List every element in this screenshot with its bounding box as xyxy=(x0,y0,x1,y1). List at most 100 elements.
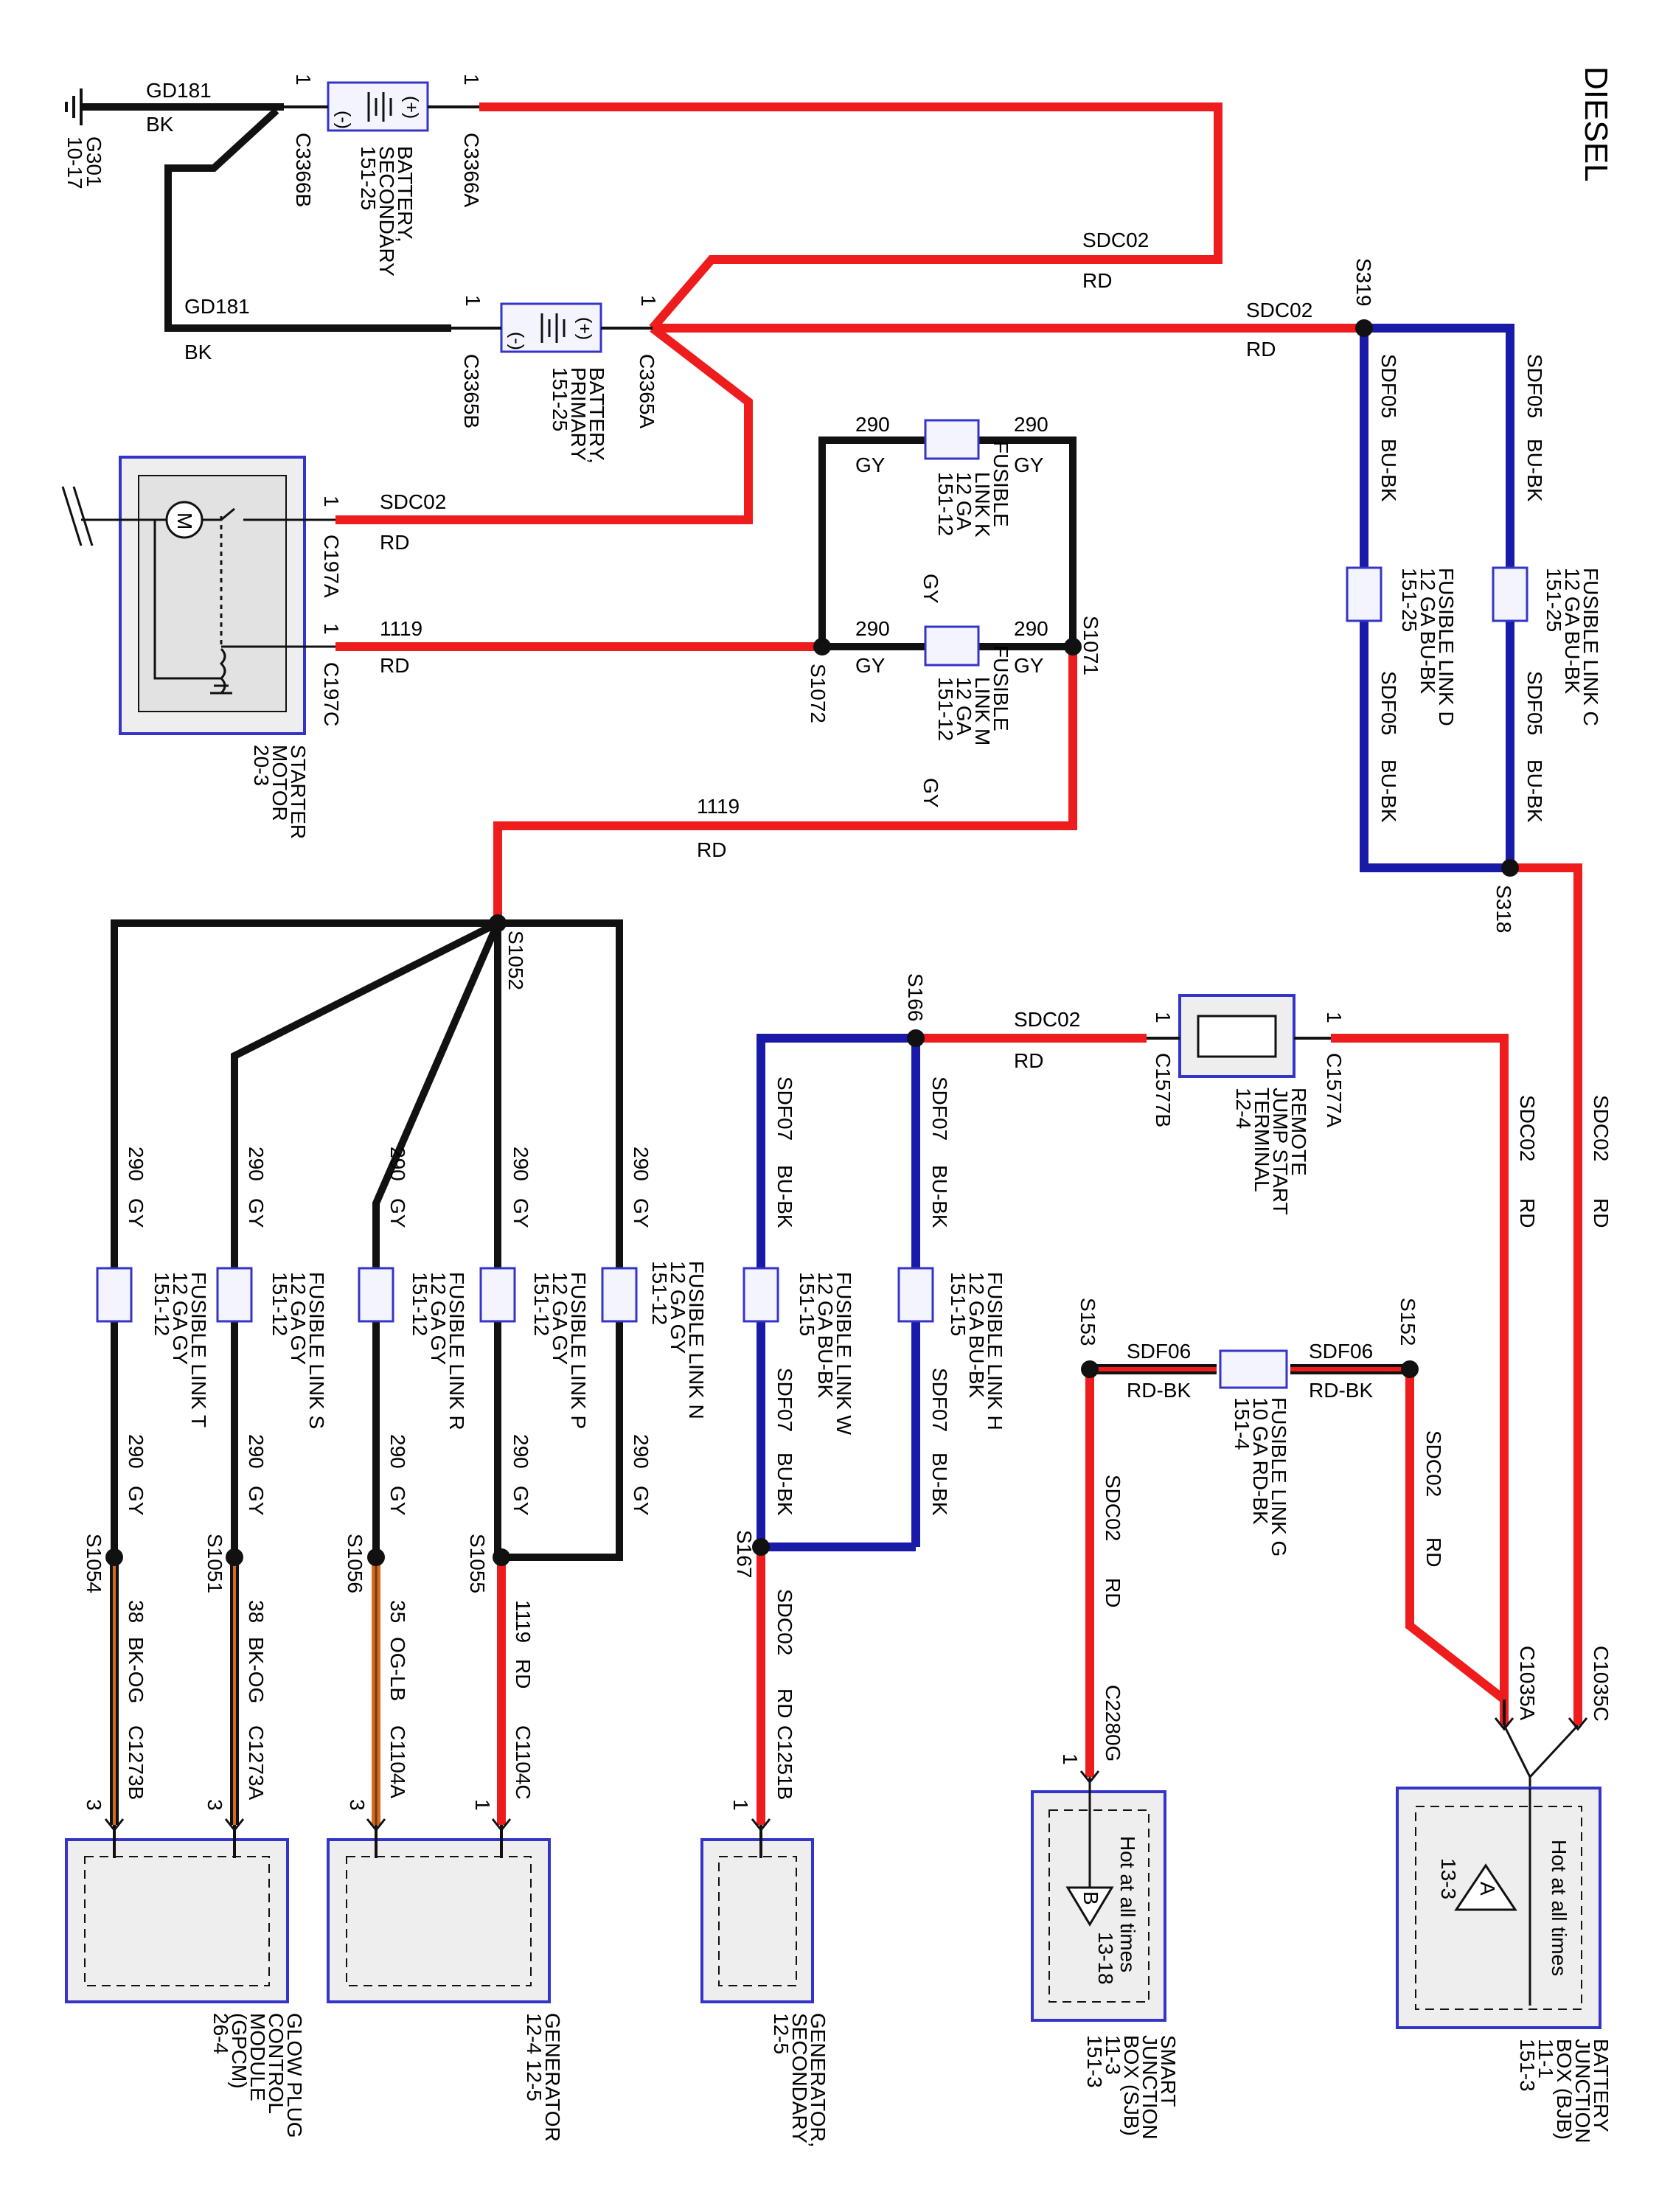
jump-name-2: TERMINAL xyxy=(1251,1088,1273,1192)
fuse-box xyxy=(1219,1349,1288,1389)
bjb-name-3: 11-1 xyxy=(1534,2039,1557,2079)
wire-label-rd: RD xyxy=(1014,1049,1043,1072)
jump-start-terminal-icon xyxy=(1197,1015,1277,1058)
connector-arrow-icon xyxy=(366,1818,386,1832)
connector-arrow-icon xyxy=(491,1818,512,1832)
gpcm-name-3: (GPCM) xyxy=(228,2013,251,2089)
fusible-link-p: FUSIBLE LINK P 12 GA GY 151-12 xyxy=(479,1267,590,1429)
splice-s319-dot xyxy=(1355,319,1373,337)
fusible-link-s: FUSIBLE LINK S 12 GA GY 151-12 xyxy=(216,1267,328,1429)
fuse-box xyxy=(924,625,980,667)
wire-label-290: 290 xyxy=(509,1434,532,1469)
wire-label-gy: GY xyxy=(855,654,886,677)
sjb-inner xyxy=(1048,1809,1150,2003)
wire-label-rd: RD xyxy=(1246,338,1276,361)
wire-label-rd: RD xyxy=(380,531,409,554)
starter-pin-a: 1 xyxy=(320,495,343,507)
fuse-box xyxy=(1492,566,1528,622)
sjb-ref: 13-18 xyxy=(1094,1932,1117,1985)
fuse-box xyxy=(479,1267,516,1323)
wire-label-1119: 1119 xyxy=(697,795,740,818)
fuse-s-line: FUSIBLE LINK S xyxy=(305,1272,328,1429)
fuse-box xyxy=(1346,566,1382,622)
wire-label-rd-bk: RD-BK xyxy=(1127,1379,1191,1402)
fuse-k-line: FUSIBLE xyxy=(990,441,1012,527)
wire-290-r xyxy=(372,922,501,1557)
bjb-name-4: 151-3 xyxy=(1516,2039,1539,2092)
wire-label-bu-bk: BU-BK xyxy=(928,1453,951,1516)
wire-label-rd: RD xyxy=(512,1659,535,1688)
wire-label-bk: BK xyxy=(146,113,174,136)
wire-sdc02-jump-bjb xyxy=(1331,1034,1509,1725)
red-wires xyxy=(335,102,1582,1825)
fuse-k-line: 12 GA xyxy=(953,472,975,531)
jump-pin-left: 1 xyxy=(1152,1012,1175,1023)
sjb-name-1: JUNCTION xyxy=(1138,2035,1161,2140)
gpcm-name-4: 26-4 xyxy=(209,2013,232,2054)
bjb-symbol: A xyxy=(1476,1882,1499,1896)
wire-290-t xyxy=(111,919,498,1557)
splice-label: S166 xyxy=(904,973,927,1021)
starter-name-2: 20-3 xyxy=(250,745,273,786)
wire-label-gy: GY xyxy=(245,1198,268,1228)
splice-s1051-dot xyxy=(226,1548,243,1566)
starter-name-0: STARTER xyxy=(287,745,310,839)
fuse-box xyxy=(897,1267,934,1323)
wire-label-sdc02: SDC02 xyxy=(1516,1095,1539,1161)
gen2-pin: 1 xyxy=(729,1799,752,1811)
smart-junction-box: B Hot at all times 13-18 1 C2280G SMART … xyxy=(1031,1685,1180,2140)
gpcm-name-0: GLOW PLUG xyxy=(283,2013,306,2138)
fuse-box xyxy=(742,1267,779,1323)
gy-labels-upper: 290 GY 290 GY 290 GY 290 GY 290 GY xyxy=(125,1147,653,1228)
wire-sdc02-s152-bjb xyxy=(1405,1369,1507,1703)
fuse-r-line: 151-12 xyxy=(408,1272,431,1336)
wire-290-s xyxy=(231,919,500,1557)
fuse-p-line: FUSIBLE LINK P xyxy=(567,1272,590,1429)
bjb-name-0: BATTERY xyxy=(1590,2039,1613,2132)
sjb-triangle-icon xyxy=(1065,1886,1114,1927)
jump-name-3: 12-4 xyxy=(1232,1088,1255,1129)
wire-label-gy: GY xyxy=(630,1486,653,1516)
wire-label-gy: GY xyxy=(630,1198,653,1228)
wire-label-bu-bk: BU-BK xyxy=(1523,439,1546,502)
splice-labels: S319 S318 S1071 S1072 S1052 S166 S167 S1… xyxy=(83,258,1515,1593)
wire-label-bu-bk: BU-BK xyxy=(773,1453,796,1516)
wire-label-gy: GY xyxy=(1014,654,1044,677)
fusible-link-k: FUSIBLE LINK K 12 GA 151-12 GY xyxy=(919,419,1012,604)
wire-label-bk-og: BK-OG xyxy=(125,1637,147,1703)
wire-label-rd: RD xyxy=(1516,1198,1539,1228)
fusible-link-m: FUSIBLE LINK M 12 GA 151-12 GY xyxy=(919,625,1012,808)
splice-label: S1056 xyxy=(344,1534,366,1593)
fuse-r-line: FUSIBLE LINK R xyxy=(445,1272,468,1430)
wire-label-gy: GY xyxy=(125,1198,147,1228)
wire-290-n xyxy=(498,919,623,1561)
wire-label-38: 38 xyxy=(125,1600,147,1623)
battery-primary-pin-left: 1 xyxy=(462,295,484,307)
fuse-d-line: FUSIBLE LINK D xyxy=(1435,568,1458,726)
jump-conn-left: C1577B xyxy=(1152,1053,1175,1127)
wire-label-sdf05: SDF05 xyxy=(1523,671,1546,735)
fuse-g-line: 10 GA RD-BK xyxy=(1249,1397,1272,1525)
lower-wires xyxy=(110,1557,380,1825)
wire-label-bu-bk: BU-BK xyxy=(928,1165,951,1228)
wire-label-bu-bk: BU-BK xyxy=(1523,759,1546,823)
sjb-name-2: BOX (SJB) xyxy=(1120,2035,1143,2136)
wire-label-bk: BK xyxy=(184,341,212,364)
wire-label-rd: RD xyxy=(1422,1537,1445,1567)
battery-minus-label: (-) xyxy=(333,111,354,129)
sjb-name-4: 151-3 xyxy=(1083,2035,1106,2088)
fuse-c-line: FUSIBLE LINK C xyxy=(1579,568,1602,726)
fuse-box xyxy=(601,1267,638,1323)
fuse-t-line: 151-12 xyxy=(150,1272,173,1336)
wire-label-sdf06: SDF06 xyxy=(1309,1340,1373,1363)
fuse-m-color: GY xyxy=(919,778,942,808)
fuse-k-line: 151-12 xyxy=(934,472,957,536)
jump-name-0: REMOTE xyxy=(1287,1088,1310,1176)
wire-label-bu-bk: BU-BK xyxy=(1377,439,1400,502)
splice-s152-dot xyxy=(1401,1360,1419,1378)
battery-primary-name-0: BATTERY, xyxy=(585,367,608,464)
splice-label: S1051 xyxy=(204,1534,226,1593)
wire-label-gd181: GD181 xyxy=(146,79,212,102)
wire-label-bu-bk: BU-BK xyxy=(773,1165,796,1228)
fusible-link-c: FUSIBLE LINK C 12 GA BU-BK 151-25 xyxy=(1492,566,1602,726)
